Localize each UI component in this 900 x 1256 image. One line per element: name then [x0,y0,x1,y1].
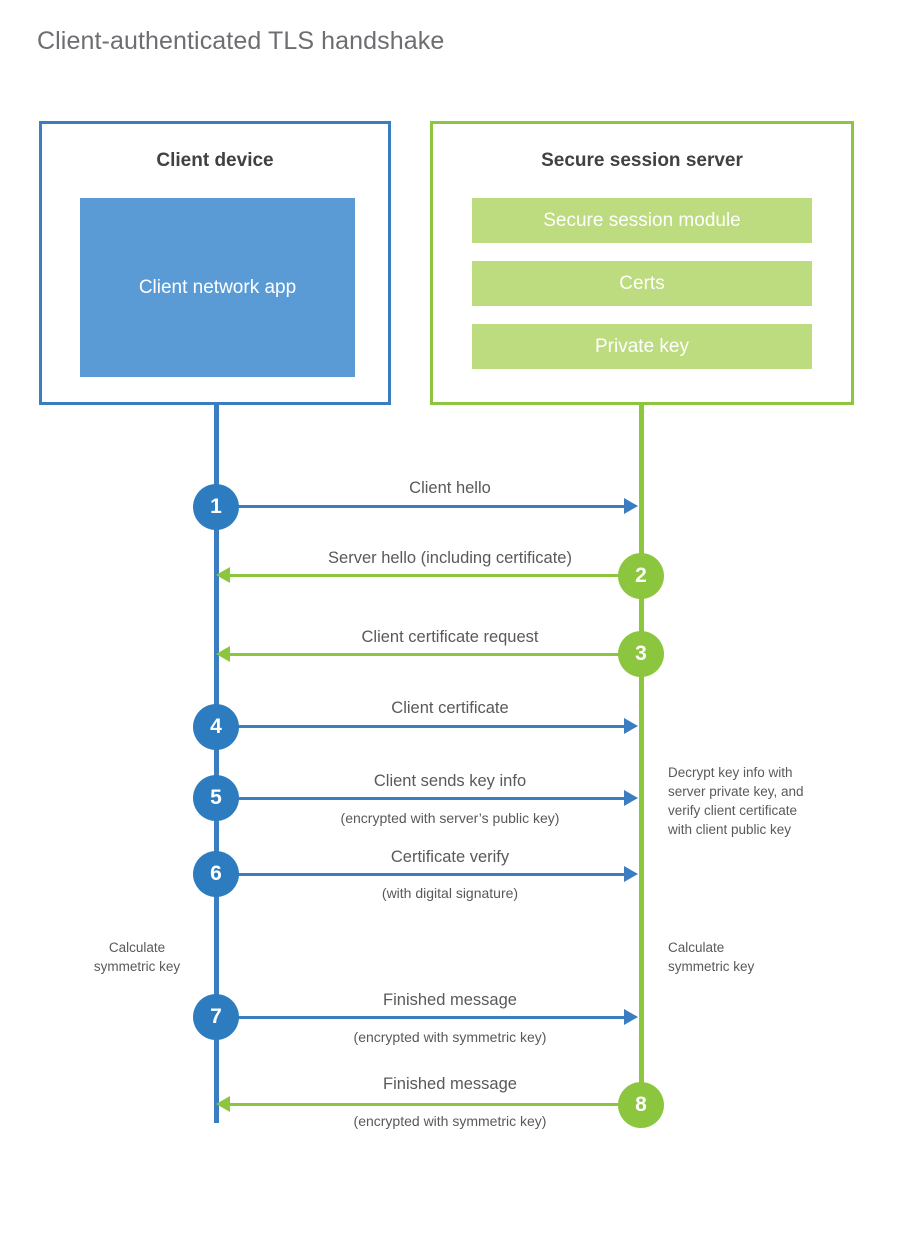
server-module-certs: Certs [472,261,812,306]
client-network-app-block: Client network app [80,198,355,377]
step-6-sublabel: (with digital signature) [381,885,519,901]
step-1-label: Client hello [409,479,491,497]
secure-session-server-title: Secure session server [541,150,743,171]
server-decrypt-note: Decrypt key info with server private key… [668,765,804,838]
step-6-arrow-line [216,873,624,876]
step-8-arrowhead-icon [216,1096,230,1112]
step-4-label: Client certificate [391,699,509,717]
step-7-arrow-line [216,1016,624,1019]
step-badge-2: 2 [618,553,664,599]
step-badge-8: 8 [618,1082,664,1128]
step-6-label: Certificate verify [390,848,510,866]
server-calculate-symmetric-key-note: Calculate symmetric key [668,940,755,975]
server-lifeline [639,405,644,1105]
step-3-label: Client certificate request [361,628,539,646]
step-1-arrowhead-icon [624,498,638,514]
client-device-box: Client device Client network app [39,121,391,405]
step-5-arrowhead-icon [624,790,638,806]
step-5-arrow-line [216,797,624,800]
page-title: Client-authenticated TLS handshake [37,27,445,55]
step-3-arrow-line [230,653,641,656]
step-8-arrow-line [230,1103,641,1106]
client-device-title: Client device [156,150,274,171]
step-badge-7: 7 [193,994,239,1040]
step-badge-6: 6 [193,851,239,897]
step-2-arrow-line [230,574,641,577]
step-8-sublabel: (encrypted with symmetric key) [353,1113,547,1129]
server-module-secure-session-module: Secure session module [472,198,812,243]
step-3-arrowhead-icon [216,646,230,662]
step-7-label: Finished message [383,991,517,1009]
step-7-arrowhead-icon [624,1009,638,1025]
step-badge-5: 5 [193,775,239,821]
client-calculate-symmetric-key-note: Calculate symmetric key [93,940,181,975]
step-5-sublabel: (encrypted with server’s public key) [340,810,560,826]
server-module-private-key: Private key [472,324,812,369]
step-4-arrowhead-icon [624,718,638,734]
step-8-label: Finished message [383,1075,517,1093]
step-badge-3: 3 [618,631,664,677]
step-1-arrow-line [216,505,624,508]
step-badge-1: 1 [193,484,239,530]
client-lifeline [214,405,219,1123]
secure-session-server-box: Secure session server Secure session mod… [430,121,854,405]
step-7-sublabel: (encrypted with symmetric key) [353,1029,547,1045]
step-2-arrowhead-icon [216,567,230,583]
step-badge-4: 4 [193,704,239,750]
step-6-arrowhead-icon [624,866,638,882]
step-2-label: Server hello (including certificate) [328,549,572,567]
step-4-arrow-line [216,725,624,728]
